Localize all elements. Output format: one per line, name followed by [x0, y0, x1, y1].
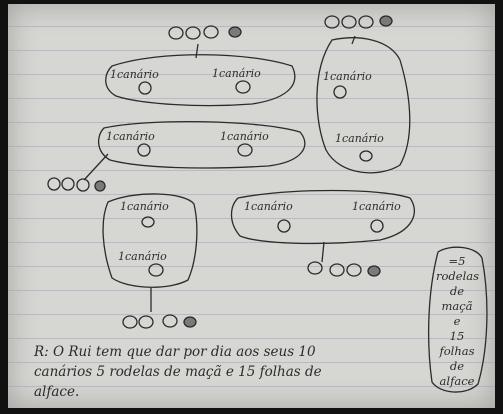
canary-label: 1canário	[220, 130, 269, 143]
canary-label: 1canário	[335, 132, 384, 145]
apple-slice	[237, 143, 253, 157]
apple-slice	[367, 265, 381, 277]
apple-slice	[379, 15, 393, 27]
connector-line	[195, 43, 199, 59]
connector-line	[321, 241, 325, 263]
apple-slice	[370, 219, 384, 233]
group-outline	[230, 189, 415, 245]
side-note-line: rodelas	[436, 269, 480, 283]
seed-circle	[341, 15, 357, 29]
answer-line-1: R: O Rui tem que dar por dia aos seus 10	[34, 344, 316, 360]
canary-label: 1canário	[106, 130, 155, 143]
seed-circle	[162, 314, 178, 328]
seed-circle	[203, 25, 219, 39]
apple-slice	[235, 80, 251, 94]
connector-line	[351, 35, 356, 45]
seed-circle	[185, 26, 201, 40]
group-outline	[98, 120, 306, 169]
group-outline	[102, 193, 198, 288]
apple-slice	[94, 180, 106, 192]
canary-label: 1canário	[118, 250, 167, 263]
answer-line-3: alface.	[34, 384, 80, 400]
seed-circle	[61, 177, 75, 191]
apple-slice	[228, 26, 242, 38]
seed-circle	[76, 178, 90, 192]
side-note-line: alface	[439, 374, 475, 388]
apple-slice	[333, 85, 347, 99]
canary-label: 1canário	[110, 68, 159, 81]
seed-circle	[346, 263, 362, 277]
canary-label: 1canário	[323, 70, 372, 83]
side-note-line: e	[453, 314, 461, 328]
canary-label: 1canário	[120, 200, 169, 213]
group-outline	[105, 54, 296, 107]
apple-slice	[138, 81, 152, 95]
seed-circle	[138, 315, 154, 329]
side-note-outline	[428, 246, 488, 393]
side-note-line: de	[449, 359, 465, 373]
canary-label: 1canário	[352, 200, 401, 213]
connector-line	[83, 153, 109, 181]
seed-circle	[329, 263, 345, 277]
side-note-line: de	[449, 284, 465, 298]
side-note-line: 15 folhas	[439, 329, 475, 358]
canary-label: 1canário	[244, 200, 293, 213]
side-note: =5 rodelas de maçã e 15 folhas de alface	[436, 254, 480, 389]
apple-slice	[277, 219, 291, 233]
apple-slice	[148, 263, 164, 277]
canary-label: 1canário	[212, 67, 261, 80]
seed-circle	[358, 15, 374, 29]
apple-slice	[141, 216, 155, 228]
side-note-line: =5	[448, 254, 466, 268]
apple-slice	[137, 143, 151, 157]
seed-circle	[307, 261, 323, 275]
answer-line-2: canários 5 rodelas de maçã e 15 folhas d…	[34, 364, 322, 380]
seed-circle	[122, 315, 138, 329]
seed-circle	[47, 177, 61, 191]
side-note-line: maçã	[441, 299, 473, 313]
apple-slice	[359, 150, 373, 162]
seed-circle	[324, 15, 340, 29]
seed-circle	[168, 26, 184, 40]
group-outline	[316, 37, 411, 174]
apple-slice	[183, 316, 197, 328]
